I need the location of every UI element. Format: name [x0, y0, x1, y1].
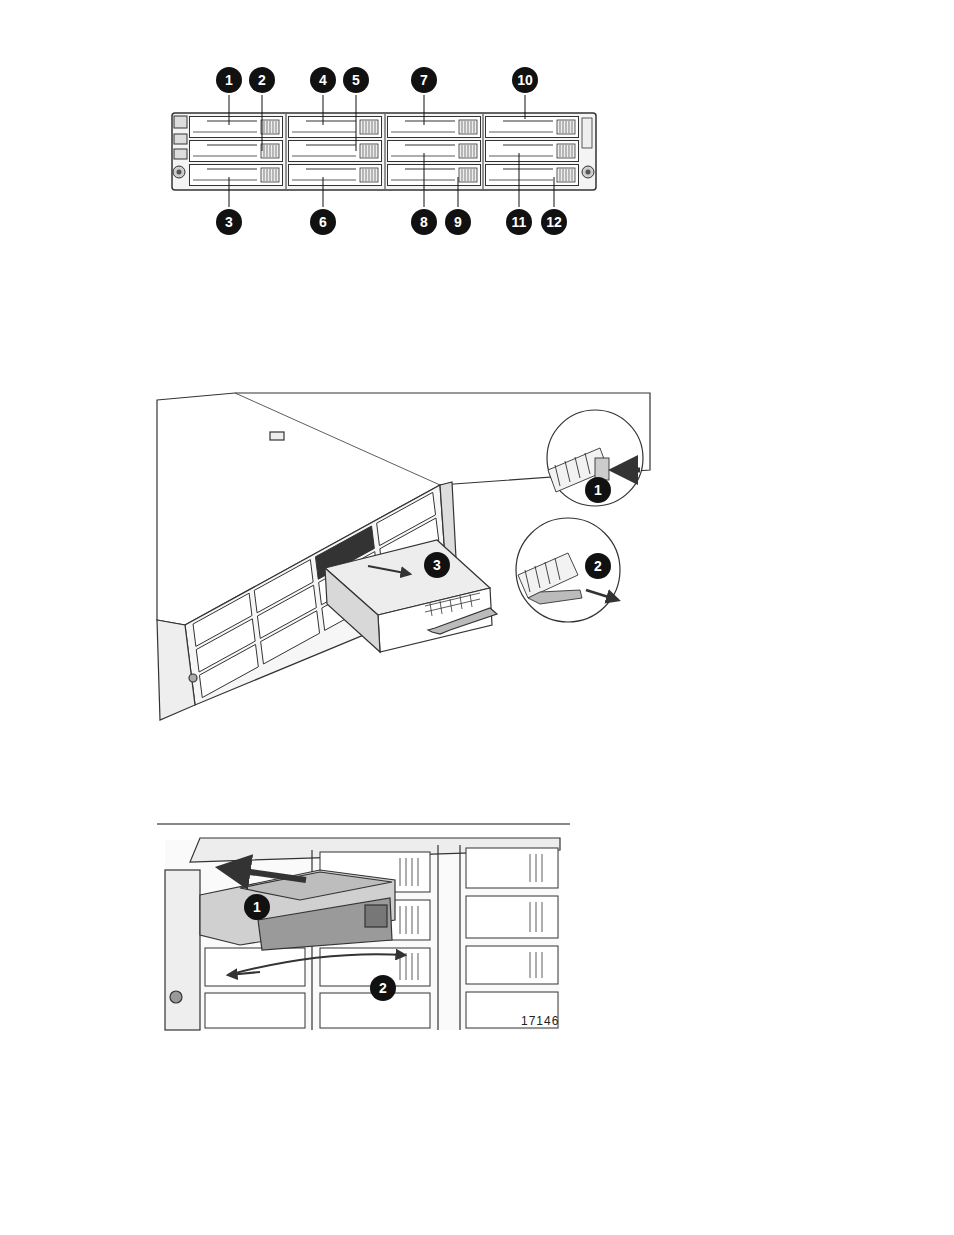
figure-number: 17146	[521, 1014, 559, 1028]
callout-number: 3	[216, 209, 242, 235]
server-front-closeup	[157, 824, 570, 1030]
callout-number: 1	[585, 477, 611, 503]
callout-number: 3	[424, 552, 450, 578]
front-panel	[172, 113, 596, 190]
callout-number: 10	[512, 67, 538, 93]
callout-number: 5	[343, 67, 369, 93]
callout-number: 7	[411, 67, 437, 93]
server-isometric	[157, 393, 650, 720]
leader-lines	[229, 95, 554, 207]
callout-number: 2	[585, 553, 611, 579]
callout-number: 1	[244, 894, 270, 920]
callout-number: 2	[249, 67, 275, 93]
callout-number: 1	[216, 67, 242, 93]
callout-number: 4	[310, 67, 336, 93]
callout-number: 12	[541, 209, 567, 235]
callout-number: 8	[411, 209, 437, 235]
callout-number: 9	[445, 209, 471, 235]
callout-number: 6	[310, 209, 336, 235]
callout-number: 2	[370, 975, 396, 1001]
callout-number: 11	[506, 209, 532, 235]
